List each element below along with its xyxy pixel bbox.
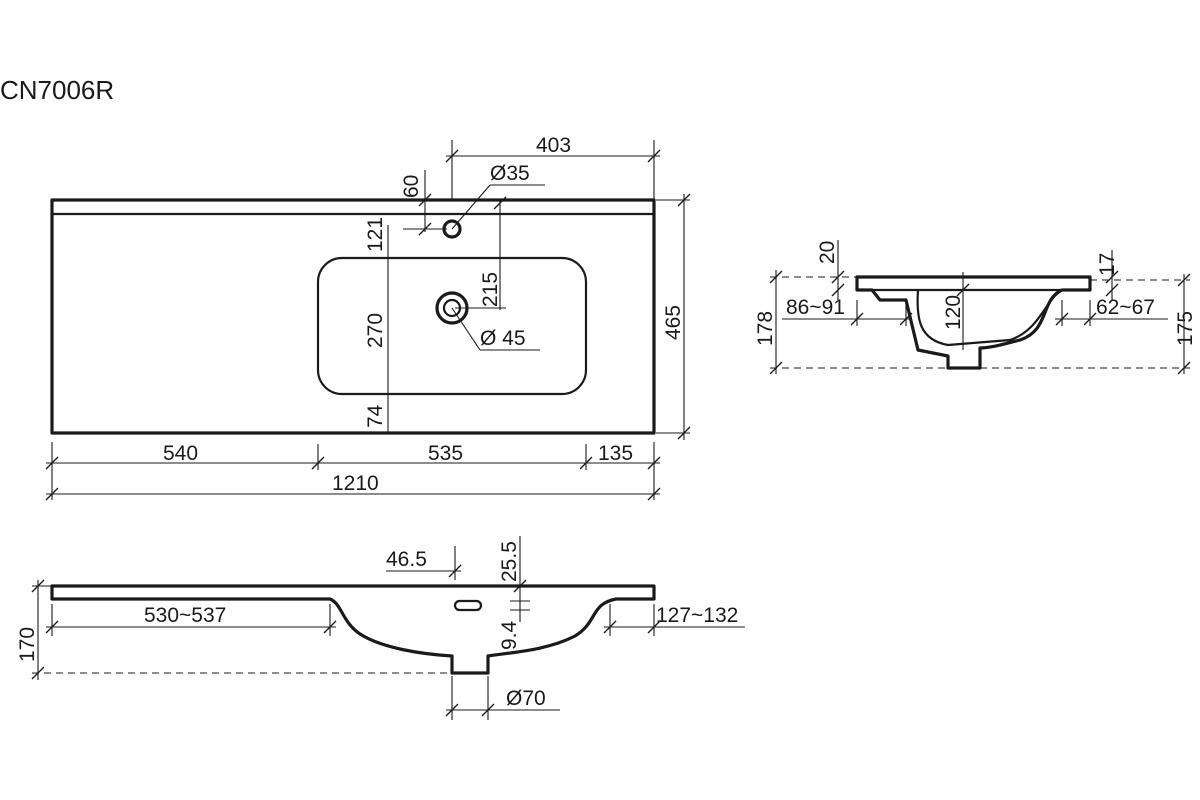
dim-drain-offset: 215: [479, 272, 502, 307]
dim-front-flat: 62~67: [1096, 296, 1155, 319]
dim-drain-diameter: Ø70: [506, 687, 546, 710]
model-title: CN7006R: [0, 75, 114, 105]
side-section: 20 17 178 175 120 86~91: [754, 240, 1197, 375]
dim-right-flat: 127~132: [656, 604, 738, 627]
dim-depth: 465: [662, 305, 685, 340]
side-bowl-line: [916, 289, 1063, 347]
dim-tap-to-bowl: 121: [364, 217, 387, 252]
dim-front-lip: 17: [1096, 253, 1119, 276]
dim-mid-segment: 535: [428, 442, 463, 465]
dim-total-width: 1210: [332, 472, 379, 495]
basin-outline: [316, 256, 588, 396]
dim-left-segment: 540: [163, 442, 198, 465]
dim-overflow-slot: 9.4: [498, 620, 521, 650]
dim-inner-depth: 120: [942, 295, 965, 330]
dim-left-flat: 530~537: [144, 604, 226, 627]
front-profile: [50, 584, 656, 675]
countertop-outline: [50, 198, 656, 435]
dim-right-segment: 135: [598, 442, 633, 465]
dim-overflow-height: 25.5: [498, 541, 521, 582]
dim-overflow-width: 46.5: [386, 548, 427, 571]
dim-bowl-depth: 270: [364, 313, 387, 348]
dim-back-lip: 20: [816, 241, 839, 264]
dim-back-flat: 86~91: [786, 296, 845, 319]
top-view: 403 Ø35 60 121 270 74 215 Ø 45 465: [45, 134, 691, 501]
dim-tap-hole: Ø35: [490, 162, 530, 185]
dim-side-height-right: 175: [1174, 311, 1197, 346]
dim-side-height-left: 178: [754, 311, 777, 346]
dim-bowl-front: 74: [364, 404, 387, 428]
dim-tap-offset: 403: [536, 134, 571, 157]
overflow-slot-icon: [453, 599, 483, 612]
dim-drain-hole: Ø 45: [480, 327, 526, 350]
dim-back-edge: 60: [400, 175, 423, 198]
front-section: 170 530~537 127~132 46.5 25.5 9.4 Ø7: [16, 536, 745, 720]
dim-front-height: 170: [16, 627, 39, 662]
